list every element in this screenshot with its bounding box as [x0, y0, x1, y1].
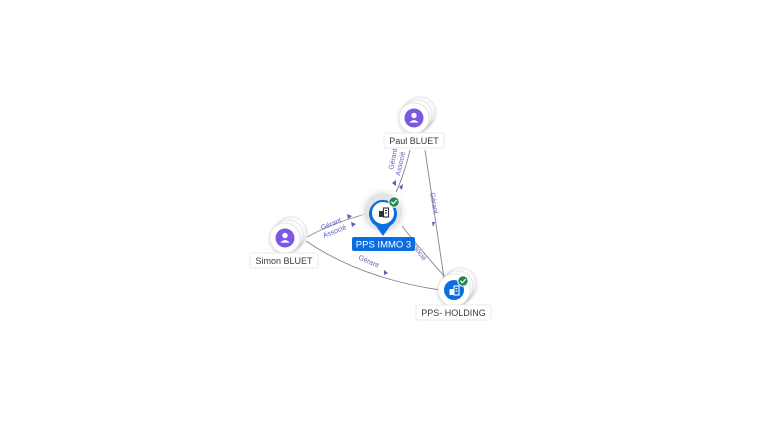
node-paul-bluet[interactable]: Paul BLUET [383, 96, 445, 149]
edge-arrow [392, 180, 396, 186]
node-label-box [249, 252, 319, 269]
node-label-paul: Paul BLUET [389, 136, 439, 146]
node-label-simon: Simon BLUET [255, 256, 313, 266]
check-icon [388, 196, 400, 208]
node-label-pps-immo: PPS IMMO 3 [356, 240, 411, 251]
node-label-box [415, 304, 492, 321]
building-icon [449, 285, 460, 296]
person-icon [275, 228, 295, 248]
edge-arrow [351, 222, 356, 227]
edge-label-paul-immo-1: Gérant [388, 148, 399, 170]
node-simon-bluet[interactable]: Simon BLUET [249, 216, 319, 269]
node-pps-immo-3[interactable]: PPS IMMO 3 [352, 187, 415, 251]
node-label-box [383, 132, 445, 149]
edge-label-paul-holding: Gérant [428, 192, 439, 214]
edge-label-simon-holding: Gérant [357, 254, 379, 269]
edge-arrow [399, 184, 403, 190]
edge-holding-immo[interactable] [401, 225, 447, 279]
building-icon [379, 207, 390, 218]
edge-label-paul-immo-2: Associé [395, 151, 407, 177]
node-pps-holding[interactable]: PPS- HOLDING [415, 267, 492, 321]
person-icon [404, 108, 424, 128]
focus-label-box [352, 237, 415, 251]
check-icon [457, 275, 469, 287]
edge-simon-holding[interactable] [305, 240, 441, 291]
edge-paul-holding[interactable] [424, 149, 445, 279]
node-label-pps-holding: PPS- HOLDING [421, 308, 486, 318]
edge-arrow [432, 222, 435, 227]
edge-arrow [384, 270, 388, 275]
edge-paul-immo[interactable] [395, 149, 411, 193]
edge-arrow [347, 214, 352, 219]
